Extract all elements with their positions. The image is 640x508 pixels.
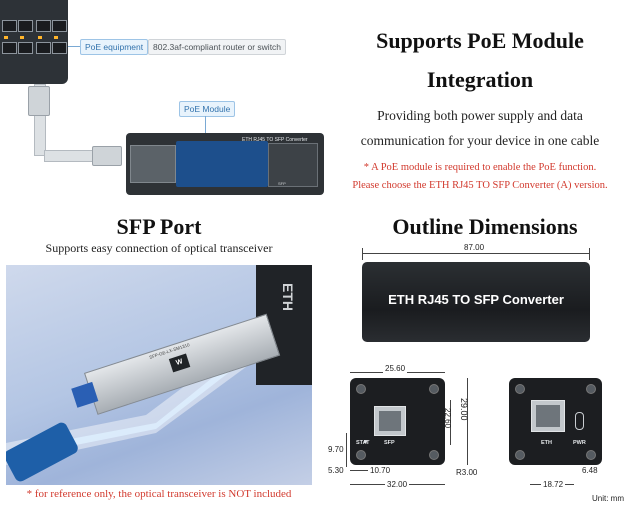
dimension-line (362, 253, 590, 254)
callout-line (68, 46, 81, 47)
poe-module-tag: PoE Module (179, 101, 236, 117)
sfp-title: SFP Port (116, 214, 202, 239)
ethernet-cable (44, 150, 98, 162)
unit-label: Unit: mm (592, 494, 624, 503)
back-right-offset: 6.48 (582, 466, 598, 475)
converter-label: ETH RJ45 TO SFP Converter (388, 292, 564, 307)
sfp-port-icon (374, 406, 406, 436)
usb-c-port-icon (575, 412, 584, 430)
poe-title-line2: Integration (426, 67, 534, 92)
poe-desc-line1: Providing both power supply and data (377, 108, 583, 123)
dimensions-title: Outline Dimensions (392, 214, 578, 239)
dimension-line (467, 378, 468, 465)
sfp-desc: Supports easy connection of optical tran… (45, 241, 273, 255)
front-port-offset: 10.70 (370, 466, 391, 475)
sfp-footnote: * for reference only, the optical transc… (26, 488, 292, 500)
poe-title-line1: Supports PoE Module (376, 28, 584, 53)
front-left-bottom: 5.30 (328, 466, 344, 475)
poe-note-line1: * A PoE module is required to enable the… (363, 162, 597, 173)
front-width-top: 25.60 (383, 364, 408, 373)
stat-label: STAT (356, 440, 370, 446)
front-left-height: 9.70 (328, 445, 344, 454)
front-height-inner: 22.60 (443, 408, 452, 429)
front-height-outer: 29.00 (459, 398, 469, 421)
ethernet-port-icon (531, 400, 565, 432)
poe-desc-line2: communication for your device in one cab… (360, 133, 600, 148)
module-print: ETH RJ45 TO SFP Converter (242, 137, 308, 143)
dimension-line (450, 400, 451, 445)
length-dimension: 87.00 (462, 243, 487, 252)
device-print: ETH (280, 283, 296, 311)
poe-equipment-desc: 802.3af-compliant router or switch (148, 39, 287, 55)
front-width-total: 32.00 (385, 480, 410, 489)
dimension-tick (362, 248, 363, 260)
converter-side-image: ETH RJ45 TO SFP Converter (362, 262, 590, 342)
sfp-label: SFP (384, 440, 395, 446)
front-face-image: STAT SFP (350, 378, 445, 465)
eth-label: ETH (541, 440, 552, 446)
sfp-photo: ETH SFP-GE-LX-SM1310 W (6, 265, 312, 485)
rj45-plug-icon (92, 146, 122, 166)
back-face-image: ETH PWR (509, 378, 602, 465)
poe-equipment-tag: PoE equipment (80, 39, 149, 55)
module-sfp-print: SFP (278, 181, 286, 186)
poe-note-line2: Please choose the ETH RJ45 TO SFP Conver… (352, 180, 608, 191)
pwr-label: PWR (573, 440, 586, 446)
rj45-plug-icon (28, 86, 50, 116)
rj45-port-icon (130, 145, 176, 183)
dimension-line (346, 433, 347, 467)
sfp-cage-icon (268, 143, 318, 187)
dimension-line (350, 470, 368, 471)
dimension-tick (589, 248, 590, 260)
waveshare-logo-icon: W (168, 353, 191, 373)
front-radius: R3.00 (456, 468, 478, 477)
converter-open-module-image: ETH RJ45 TO SFP Converter SFP (126, 133, 324, 195)
network-switch-image (0, 0, 68, 84)
back-width-bottom: 18.72 (541, 480, 566, 489)
poe-pcb-board (176, 141, 268, 187)
